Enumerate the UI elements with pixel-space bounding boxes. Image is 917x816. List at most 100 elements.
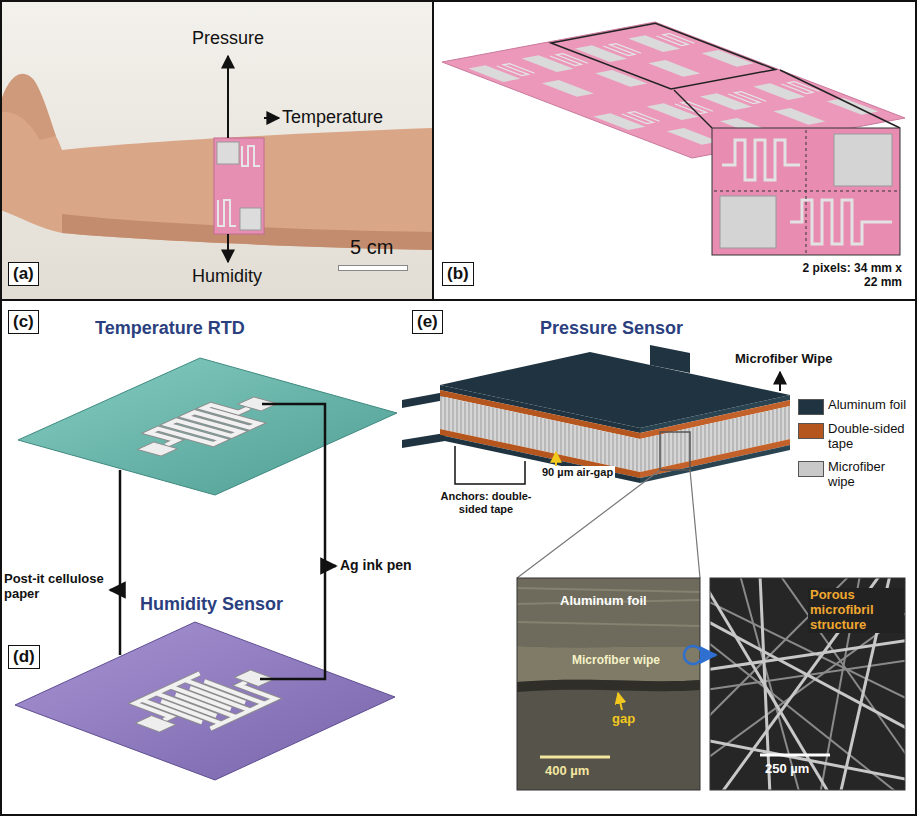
panel-title: Pressure Sensor — [540, 318, 683, 339]
pressure-sensor-block-part — [402, 433, 445, 448]
photo-label: Porous microfibril structure — [808, 588, 904, 633]
bracket-lines-part — [110, 589, 120, 592]
wrist-photo-part — [338, 265, 408, 271]
cross-section-photo-part — [517, 646, 700, 682]
cross-section-photo-part — [517, 680, 700, 692]
sensor-sheet-part-part — [648, 60, 700, 77]
wrist-photo-part — [339, 266, 407, 270]
wrist-photo-part — [264, 117, 279, 119]
sem-image — [710, 578, 905, 790]
sensor-sheet-part — [780, 70, 900, 128]
wrist-photo — [0, 2, 432, 299]
sensor-sheet — [442, 22, 905, 255]
sensor-sheet-part-part — [667, 128, 719, 145]
sem-image-part — [760, 754, 830, 757]
sensor-sheet-part-part — [782, 82, 820, 94]
sem-frame — [710, 578, 905, 790]
pressure-sensor-block-part — [402, 392, 445, 408]
pressure-sensor-block-part — [440, 429, 640, 478]
wrist-photo-part — [0, 74, 56, 140]
bracket-lines-part — [119, 470, 122, 655]
bracket-lines-part — [260, 404, 325, 679]
pressure-sensor-block-part — [440, 435, 640, 483]
humidity-sheet-part — [15, 622, 395, 780]
sensor-sheet-part — [714, 191, 898, 192]
sensor-sheet-part-part — [497, 64, 535, 76]
callout-label: Humidity — [192, 266, 262, 287]
panel-frame-part — [432, 0, 434, 300]
callout-label: Temperature — [282, 107, 383, 128]
sensor-sheet-part — [674, 90, 712, 128]
cross-section-photo-part — [517, 578, 700, 790]
pressure-sensor-block-part — [555, 452, 557, 466]
legend-swatch — [798, 423, 824, 439]
humidity-sheet-part-part — [128, 668, 283, 733]
pressure-sensor-block-part — [455, 446, 525, 484]
wrist-photo-part — [227, 56, 229, 138]
legend-text: Microfiber wipe — [828, 460, 910, 490]
legend-swatch — [798, 461, 824, 477]
callout-label: Anchors: double-sided tape — [430, 490, 542, 515]
sensor-sheet-part-part — [827, 98, 879, 115]
scale-label: 5 cm — [350, 236, 393, 259]
cross-section-photo-part — [517, 578, 700, 648]
sensor-sheet-part — [712, 128, 900, 255]
rtd-sheet-part — [122, 393, 294, 461]
sem-image-part — [710, 578, 905, 790]
legend-swatch — [798, 399, 824, 415]
photo-frame — [517, 578, 700, 790]
wrist-photo-part — [227, 234, 229, 262]
photo-label: gap — [612, 712, 635, 727]
callout-label: Post-it cellulose paper — [4, 572, 104, 602]
photo-label: Microfiber wipe — [572, 654, 660, 668]
rtd-sheet — [18, 358, 397, 495]
pressure-sensor-block-part — [690, 470, 700, 578]
pressure-sensor-block-part — [517, 470, 660, 578]
sem-image-part — [710, 578, 905, 790]
callout-label: Pressure — [192, 28, 264, 49]
sensor-sheet-part-part — [675, 102, 713, 114]
bracket-lines-part — [325, 565, 336, 568]
panel-title: Temperature RTD — [95, 318, 245, 339]
panel-letter: (c) — [8, 310, 39, 334]
wrist-photo-part — [217, 142, 239, 164]
cross-section-photo-part — [618, 693, 622, 710]
sensor-sheet-part-part — [728, 92, 766, 104]
sensor-sheet-part-part — [622, 112, 660, 124]
legend-text: Double-sided tape — [828, 422, 910, 452]
panel-letter: (e) — [412, 310, 443, 334]
scale-label: 400 µm — [545, 764, 589, 779]
callout-label: Microfiber Wipe — [735, 352, 832, 367]
wrist-photo-part — [242, 146, 260, 166]
legend-text: Aluminum foil — [828, 398, 910, 413]
panel-letter: (b) — [442, 262, 474, 286]
sensor-sheet-part-part — [595, 70, 647, 87]
humidity-sheet — [15, 622, 395, 780]
dimension-label: 90 µm air-gap — [540, 466, 615, 479]
sensor-sheet-part-part — [551, 23, 775, 89]
bracket-lines — [110, 404, 336, 679]
sensor-sheet-part — [722, 140, 800, 180]
pressure-sensor-block-part — [640, 439, 790, 478]
panel-title: Humidity Sensor — [140, 594, 283, 615]
scale-label: 250 µm — [765, 762, 809, 777]
sensor-sheet-part-part — [773, 108, 825, 125]
panel-frame-part — [0, 299, 917, 301]
cross-section-photo-part — [540, 756, 610, 759]
pressure-sensor-block-part — [640, 445, 790, 483]
wrist-photo-part — [214, 138, 264, 234]
rtd-sheet-part-part — [137, 442, 177, 456]
rtd-sheet-part — [18, 358, 397, 495]
sensor-sheet-part — [834, 134, 892, 186]
sensor-sheet-part — [720, 196, 776, 248]
zoom-arrow — [703, 654, 716, 657]
dimension-label: 2 pixels: 34 mm x 22 mm — [790, 262, 902, 290]
humidity-sheet-part-part — [135, 716, 175, 732]
pressure-sensor-block-part — [779, 372, 781, 391]
sensor-sheet-part-part — [603, 44, 641, 56]
cross-section-photo — [517, 578, 700, 790]
pressure-sensor-block — [402, 345, 790, 578]
